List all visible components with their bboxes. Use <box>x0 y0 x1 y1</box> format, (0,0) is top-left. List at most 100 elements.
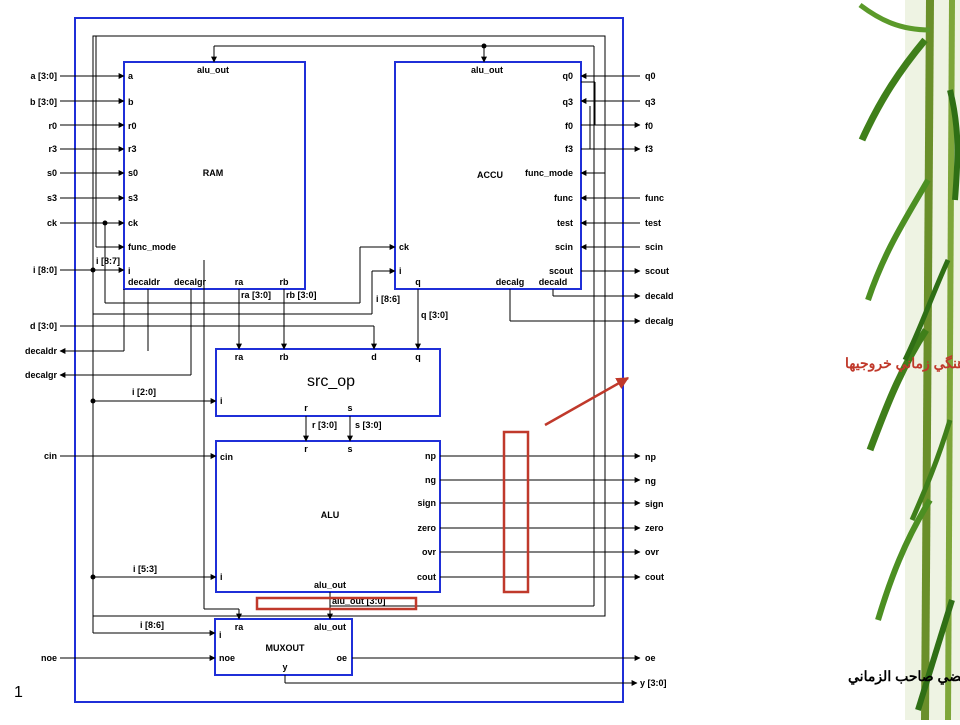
accu-pin-f0: f0 <box>565 121 573 131</box>
alu-pin-sign: sign <box>417 498 436 508</box>
alu-pin-i: i <box>220 572 223 582</box>
ram-pin-alu-out: alu_out <box>197 65 229 75</box>
annotation-text: براي هماهنگي زماني خروجيها <box>845 355 960 372</box>
src-op-pin-q: q <box>415 352 421 362</box>
port-q3: q3 <box>645 97 656 107</box>
alu-pin-cin: cin <box>220 452 233 462</box>
port-decald: decald <box>645 291 674 301</box>
register-highlight-box <box>502 430 530 594</box>
alu-title: ALU <box>321 510 340 520</box>
accu-pins: alu_out q0 q3 f0 f3 func_mode func test … <box>399 65 573 287</box>
port-cout: cout <box>645 572 664 582</box>
accu-pin-ck: ck <box>399 242 410 252</box>
annotation-arrow <box>544 376 630 427</box>
accu-pin-scin: scin <box>555 242 573 252</box>
bus-label-i86a: i [8:6] <box>376 294 400 304</box>
src-op-pin-d: d <box>371 352 377 362</box>
port-r3: r3 <box>48 144 57 154</box>
ram-title: RAM <box>203 168 224 178</box>
alu-pin-zero: zero <box>417 523 436 533</box>
port-s3: s3 <box>47 193 57 203</box>
port-s0: s0 <box>47 168 57 178</box>
src-op-pin-s: s <box>347 403 352 413</box>
ram-pins: alu_out a b r0 r3 s0 s3 ck func_mode i d… <box>128 65 289 287</box>
ram-pin-ck: ck <box>128 218 139 228</box>
muxout-pin-oe: oe <box>336 653 347 663</box>
bus-label-rb30: rb [3:0] <box>286 290 317 300</box>
port-f0: f0 <box>645 121 653 131</box>
alu-pin-cout: cout <box>417 572 436 582</box>
bus-label-q30: q [3:0] <box>421 310 448 320</box>
alu-pin-np: np <box>425 451 436 461</box>
muxout-block <box>214 618 353 676</box>
bus-label-s30: s [3:0] <box>355 420 382 430</box>
alu-pin-s: s <box>347 444 352 454</box>
alu-pin-alu-out: alu_out <box>314 580 346 590</box>
ram-pin-r3: r3 <box>128 144 137 154</box>
accu-title: ACCU <box>477 170 503 180</box>
src-op-pin-r: r <box>304 403 308 413</box>
author-name: مرتضي صاحب الزماني <box>848 668 960 685</box>
ram-pin-r0: r0 <box>128 121 137 131</box>
port-ng: ng <box>645 476 656 486</box>
accu-pin-decald: decald <box>539 277 568 287</box>
muxout-title: MUXOUT <box>266 643 305 653</box>
ram-pin-b: b <box>128 97 134 107</box>
bus-labels: i [8:7] i [8:6] ra [3:0] rb [3:0] q [3:0… <box>96 256 448 630</box>
port-ck: ck <box>47 218 58 228</box>
bus-label-i53: i [5:3] <box>133 564 157 574</box>
src-op-pins: ra rb d q i r s <box>220 352 421 413</box>
port-decalgr: decalgr <box>25 370 58 380</box>
muxout-pin-noe: noe <box>219 653 235 663</box>
port-scout: scout <box>645 266 669 276</box>
accu-pin-q3: q3 <box>562 97 573 107</box>
alu-out-highlight-box <box>255 596 418 611</box>
port-decalg: decalg <box>645 316 674 326</box>
ram-pin-func-mode: func_mode <box>128 242 176 252</box>
muxout-pin-ra: ra <box>235 622 245 632</box>
port-f3: f3 <box>645 144 653 154</box>
accu-pin-q0: q0 <box>562 71 573 81</box>
bus-label-alu-out30: alu_out [3:0] <box>332 596 386 606</box>
ram-pin-ra: ra <box>235 277 245 287</box>
bus-label-i86b: i [8:6] <box>140 620 164 630</box>
ram-pin-decalgr: decalgr <box>174 277 207 287</box>
port-sign: sign <box>645 499 664 509</box>
ram-pin-decaldr: decaldr <box>128 277 161 287</box>
alu-pin-ng: ng <box>425 475 436 485</box>
port-oe: oe <box>645 653 656 663</box>
bus-label-ra30: ra [3:0] <box>241 290 271 300</box>
ram-pin-rb: rb <box>280 277 290 287</box>
port-test: test <box>645 218 661 228</box>
alu-pin-r: r <box>304 444 308 454</box>
page-number: 1 <box>14 684 23 701</box>
left-port-labels: a [3:0] b [3:0] r0 r3 s0 s3 ck i [8:0] d… <box>25 71 58 663</box>
port-r0: r0 <box>48 121 57 131</box>
port-a: a [3:0] <box>30 71 57 81</box>
alu-pin-ovr: ovr <box>422 547 437 557</box>
muxout-pin-y: y <box>282 662 287 672</box>
port-decaldr: decaldr <box>25 346 58 356</box>
bamboo-decoration <box>858 0 960 721</box>
port-q0: q0 <box>645 71 656 81</box>
src-op-block <box>215 348 441 417</box>
bus-label-r30: r [3:0] <box>312 420 337 430</box>
accu-pin-test: test <box>557 218 573 228</box>
muxout-pin-alu-out: alu_out <box>314 622 346 632</box>
accu-pin-q: q <box>415 277 421 287</box>
port-d: d [3:0] <box>30 321 57 331</box>
port-func: func <box>645 193 664 203</box>
port-noe: noe <box>41 653 57 663</box>
port-cin: cin <box>44 451 57 461</box>
port-ovr: ovr <box>645 547 660 557</box>
wires <box>59 36 641 686</box>
right-port-labels: q0 q3 f0 f3 func test scin scout decald … <box>640 71 674 688</box>
muxout-pin-i: i <box>219 630 222 640</box>
port-i: i [8:0] <box>33 265 57 275</box>
alu-pins: r s cin i np ng sign zero ovr cout alu_o… <box>220 444 436 590</box>
src-op-title: src_op <box>307 373 355 390</box>
accu-pin-alu-out: alu_out <box>471 65 503 75</box>
ram-pin-s0: s0 <box>128 168 138 178</box>
